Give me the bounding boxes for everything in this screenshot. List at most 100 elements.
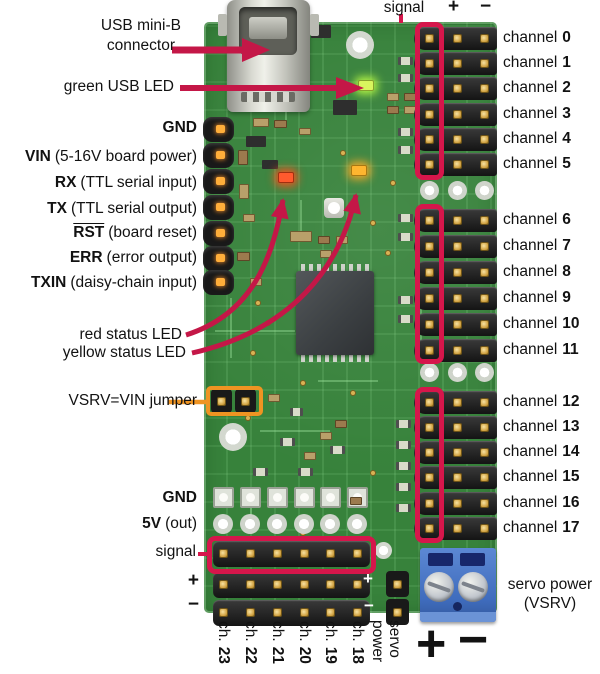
label-yellow-status-led: yellow status LED: [62, 344, 186, 361]
header-pin-row-channel-17: [414, 517, 497, 540]
header-pin-row-channel-10: [414, 313, 497, 336]
header-pin-row-channel-12: [414, 391, 497, 414]
header-pin: [272, 608, 282, 617]
via: [370, 220, 376, 226]
usb-mount-tab: [218, 14, 227, 36]
terminal-minus-label: −: [458, 611, 489, 669]
component: [398, 128, 413, 136]
header-pin: [424, 346, 434, 355]
terminal-screw: [424, 572, 454, 602]
header-pin: [452, 448, 462, 457]
header-pin: [479, 160, 489, 169]
header-pin: [424, 135, 434, 144]
label-plus-top: +: [448, 0, 460, 17]
header-pin: [479, 320, 489, 329]
chip-lead: [309, 264, 313, 271]
outline-signal-bank3: [415, 387, 444, 543]
header-pin-row-channel-9: [414, 287, 497, 310]
chip-lead: [341, 355, 345, 362]
left-header-pin: [203, 246, 234, 271]
gnd-pad: [319, 487, 341, 508]
five-v-pad: [347, 514, 367, 534]
reset-button: [324, 198, 344, 218]
label-usb-line1: USB mini-B: [100, 17, 181, 34]
pcb-trace: [260, 430, 330, 432]
bottom-channel-label: ch.23: [215, 621, 232, 664]
label-plus-bottom-left: +: [187, 570, 199, 591]
via-pad: [419, 362, 439, 382]
yellow-status-led: [351, 165, 367, 176]
component: [396, 483, 411, 491]
header-pin: [424, 59, 434, 68]
component: [398, 146, 413, 154]
header-pin: [218, 608, 228, 617]
label-servo-power-vsrv: (VSRV): [523, 595, 577, 612]
component: [237, 252, 250, 261]
pin-contact: [217, 397, 226, 406]
header-pin-row-channel-16: [414, 492, 497, 515]
component: [238, 150, 248, 165]
outline-signal-bank1: [415, 22, 444, 180]
terminal-screw: [458, 572, 488, 602]
header-pin: [424, 84, 434, 93]
header-pin: [452, 524, 462, 533]
header-pin: [479, 242, 489, 251]
via: [255, 300, 261, 306]
header-pin: [479, 84, 489, 93]
via-pad: [447, 362, 467, 382]
header-pin: [452, 59, 462, 68]
component: [250, 278, 262, 286]
header-pin: [245, 608, 255, 617]
chip-lead: [325, 264, 329, 271]
header-pin: [424, 294, 434, 303]
header-pin: [272, 549, 282, 558]
red-status-led: [278, 172, 294, 183]
header-pin-row-channel-15: [414, 466, 497, 489]
header-pin: [424, 398, 434, 407]
header-pin-row-channel-2: [414, 77, 497, 100]
via-pad: [474, 180, 494, 200]
terminal-wire-slot: [460, 553, 485, 566]
component: [243, 214, 255, 222]
label-usb-line2: connector: [106, 37, 175, 54]
label-servo-power: servo power: [507, 576, 593, 593]
pin-contact: [216, 254, 225, 262]
header-pin-row-channel-5: [414, 153, 497, 176]
via: [265, 320, 271, 326]
component: [268, 394, 280, 402]
component: [246, 136, 266, 147]
usb-mini-b-connector: [218, 0, 319, 112]
header-pin: [424, 160, 434, 169]
header-pin-row-channel-8: [414, 261, 497, 284]
chip-lead: [309, 355, 313, 362]
header-pin: [452, 320, 462, 329]
pcb-trace: [318, 380, 378, 382]
component: [396, 441, 411, 449]
header-pin: [352, 580, 362, 589]
chip-lead: [357, 355, 361, 362]
pin-contact: [393, 580, 402, 589]
component: [239, 184, 249, 199]
five-v-pad: [240, 514, 260, 534]
outline-signal-bottom: [207, 536, 376, 574]
chip-lead: [317, 355, 321, 362]
header-pin: [325, 549, 335, 558]
component: [396, 504, 411, 512]
header-pin: [452, 423, 462, 432]
green-usb-led: [358, 80, 374, 91]
header-pin: [452, 346, 462, 355]
screw-slot: [427, 581, 451, 593]
label-pin-tx: TX(TTL serial output): [47, 200, 197, 217]
header-pin-row-channel-0: [414, 27, 497, 50]
component: [253, 118, 269, 127]
gnd-pad: [212, 487, 234, 508]
